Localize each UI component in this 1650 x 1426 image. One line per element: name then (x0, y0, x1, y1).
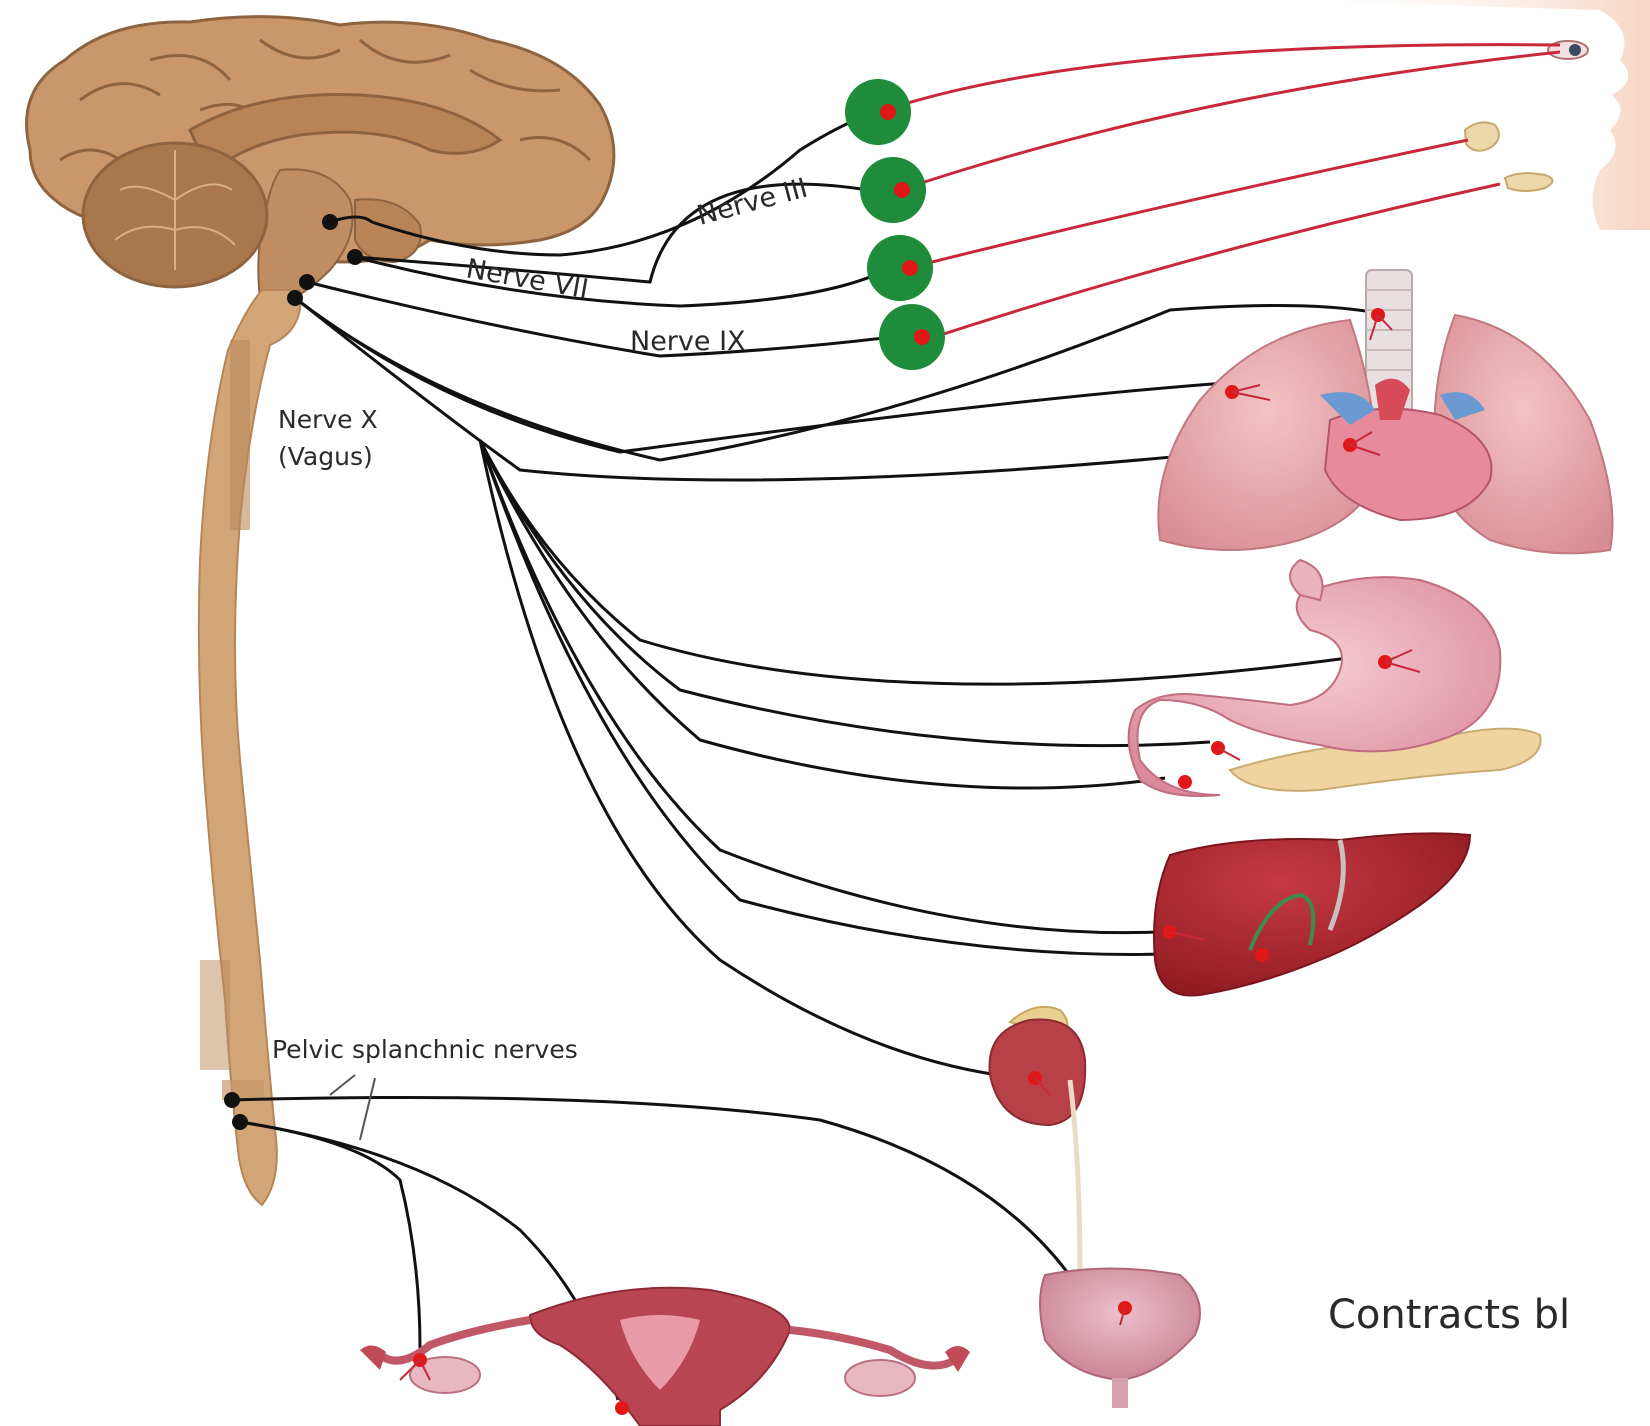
stomach-pancreas-illustration (1129, 560, 1541, 796)
contracts-bladder-label: Contracts bl (1328, 1292, 1570, 1338)
nerve-vii-label: Nerve VII (464, 253, 591, 305)
bladder-illustration (1040, 1269, 1200, 1409)
submandibular-ganglion (867, 235, 933, 301)
uterus-illustration (360, 1288, 970, 1426)
nerve-ix-label: Nerve IX (630, 326, 746, 357)
postganglionic-fibers (885, 45, 1560, 340)
nerve-iii-label: Nerve III (694, 173, 811, 232)
parotid-gland-icon (1465, 122, 1499, 150)
vagus-label: (Vagus) (278, 442, 373, 471)
liver-illustration (1154, 833, 1470, 995)
pterygopalatine-ganglion (860, 157, 926, 223)
pelvic-splanchnic-label: Pelvic splanchnic nerves (272, 1035, 578, 1064)
nerve-x-label: Nerve X (278, 405, 378, 434)
brain-illustration (27, 17, 614, 300)
kidney-illustration (990, 1007, 1086, 1275)
preganglionic-fibers (232, 115, 1372, 1400)
otic-ganglion (879, 304, 945, 370)
pelvic-label-pointer (330, 1075, 375, 1140)
submandibular-gland-icon (1505, 173, 1553, 191)
face-illustration (1270, 0, 1650, 230)
ciliary-ganglion (845, 79, 911, 145)
lungs-heart-illustration (1158, 270, 1612, 553)
